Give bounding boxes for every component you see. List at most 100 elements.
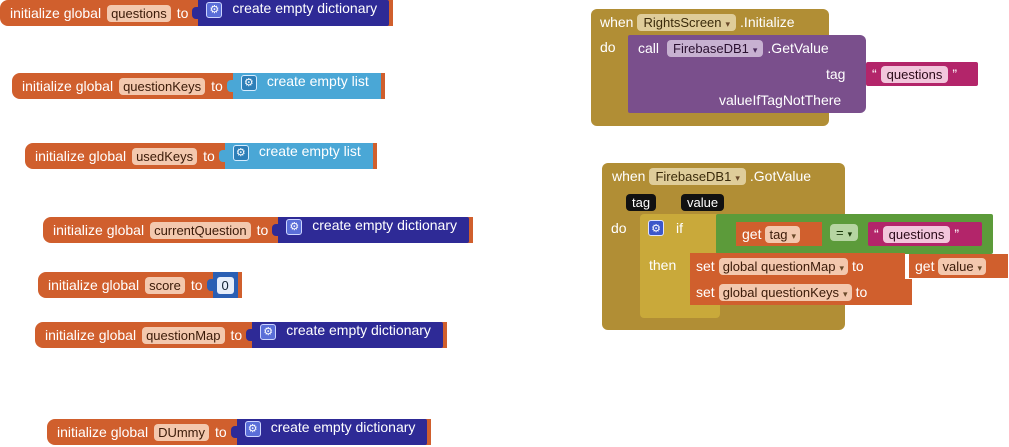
- component-dropdown[interactable]: FirebaseDB1▾: [649, 167, 746, 185]
- close-quote-icon: ”: [952, 66, 957, 82]
- to-label: to: [203, 148, 215, 164]
- value-if-tag-label: valueIfTagNotThere: [719, 92, 842, 108]
- then-label: then: [649, 257, 677, 273]
- method-name: .GetValue: [767, 40, 829, 56]
- if-label: if: [676, 220, 683, 236]
- param-tag[interactable]: tag: [626, 194, 657, 211]
- open-quote-icon: “: [874, 226, 879, 242]
- chevron-down-icon: ▾: [791, 230, 797, 241]
- text-field[interactable]: questions: [882, 225, 951, 243]
- create-empty-dictionary-block[interactable]: ⚙ create empty dictionary: [230, 419, 428, 445]
- event-header: when FirebaseDB1▾ .GotValue: [612, 166, 811, 186]
- chevron-down-icon: ▾: [977, 262, 983, 273]
- event-name: .GotValue: [749, 168, 812, 184]
- if-header: ⚙ if: [648, 220, 683, 236]
- gear-icon[interactable]: ⚙: [232, 144, 249, 161]
- call-label: call: [638, 40, 660, 56]
- number-block[interactable]: 0: [206, 272, 238, 298]
- var-name-field[interactable]: questionMap: [142, 326, 225, 344]
- to-label: to: [211, 78, 223, 94]
- global-questionmap-block[interactable]: initialize global questionMap to ⚙ create…: [35, 322, 447, 348]
- to-label: to: [851, 258, 864, 274]
- var-name-field[interactable]: questionKeys: [119, 77, 206, 95]
- var-name-field[interactable]: score: [145, 276, 185, 294]
- event-header: when RightsScreen▾ .Initialize: [600, 12, 795, 32]
- chevron-down-icon: ▾: [847, 229, 853, 239]
- var-name-field[interactable]: currentQuestion: [150, 221, 251, 239]
- to-label: to: [855, 284, 868, 300]
- global-questions-block[interactable]: initialize global questions to ⚙ create e…: [0, 0, 394, 26]
- set-var-dropdown[interactable]: global questionMap▾: [718, 257, 848, 275]
- create-empty-dictionary-block[interactable]: ⚙ create empty dictionary: [272, 217, 469, 243]
- list-label: create empty list: [266, 73, 369, 89]
- gear-icon[interactable]: ⚙: [244, 420, 261, 437]
- global-score-block[interactable]: initialize global score to 0: [38, 272, 242, 298]
- global-currentquestion-block[interactable]: initialize global currentQuestion to ⚙ cr…: [43, 217, 473, 243]
- init-global-label: initialize global: [22, 78, 114, 94]
- get-tag-block[interactable]: get tag▾: [736, 222, 822, 246]
- open-quote-icon: “: [872, 66, 877, 82]
- chevron-down-icon: ▾: [735, 172, 740, 183]
- when-label: when: [600, 14, 634, 30]
- text-string-block[interactable]: “ questions ”: [868, 222, 982, 246]
- set-label: set: [696, 258, 715, 274]
- chevron-down-icon: ▾: [752, 44, 758, 55]
- call-header: call FirebaseDB1▾ .GetValue: [638, 37, 829, 59]
- get-label: get: [742, 226, 762, 242]
- gear-icon[interactable]: ⚙: [240, 74, 257, 91]
- set-var-dropdown[interactable]: global questionKeys▾: [718, 283, 852, 301]
- gear-icon[interactable]: ⚙: [260, 323, 277, 340]
- number-field[interactable]: 0: [216, 276, 234, 294]
- to-label: to: [256, 222, 269, 238]
- init-global-label: initialize global: [57, 424, 149, 440]
- close-quote-icon: ”: [954, 226, 959, 242]
- do-label: do: [600, 39, 616, 55]
- tag-socket-label: tag: [826, 66, 846, 82]
- gear-icon[interactable]: ⚙: [648, 220, 664, 236]
- dict-label: create empty dictionary: [286, 322, 431, 338]
- text-string-block[interactable]: “ questions ”: [866, 62, 978, 86]
- list-label: create empty list: [258, 143, 361, 159]
- gear-icon[interactable]: ⚙: [206, 1, 223, 18]
- dict-label: create empty dictionary: [232, 0, 378, 16]
- get-var-dropdown[interactable]: tag▾: [765, 225, 801, 243]
- global-dummy-block[interactable]: initialize global DUmmy to ⚙ create empty…: [47, 419, 432, 445]
- global-questionkeys-block[interactable]: initialize global questionKeys to ⚙ creat…: [12, 73, 385, 99]
- get-var-dropdown[interactable]: value▾: [938, 257, 987, 275]
- text-field[interactable]: questions: [880, 65, 949, 83]
- var-name-field[interactable]: DUmmy: [154, 423, 209, 441]
- operator-dropdown[interactable]: =▾: [826, 224, 862, 241]
- to-label: to: [190, 277, 203, 293]
- chevron-down-icon: ▾: [839, 262, 844, 273]
- dict-label: create empty dictionary: [270, 419, 416, 435]
- var-name-field[interactable]: usedKeys: [132, 147, 198, 165]
- init-global-label: initialize global: [45, 327, 137, 343]
- create-empty-list-block[interactable]: ⚙ create empty list: [226, 73, 381, 99]
- create-empty-dictionary-block[interactable]: ⚙ create empty dictionary: [192, 0, 390, 26]
- create-empty-list-block[interactable]: ⚙ create empty list: [218, 143, 373, 169]
- to-label: to: [215, 424, 227, 440]
- gear-icon[interactable]: ⚙: [286, 218, 303, 235]
- init-global-label: initialize global: [35, 148, 127, 164]
- init-global-label: initialize global: [53, 222, 145, 238]
- global-usedkeys-block[interactable]: initialize global usedKeys to ⚙ create em…: [25, 143, 377, 169]
- set-questionkeys-block[interactable]: set global questionKeys▾ to: [690, 279, 912, 305]
- chevron-down-icon: ▾: [725, 18, 731, 29]
- chevron-down-icon: ▾: [843, 288, 848, 299]
- set-questionmap-block[interactable]: set global questionMap▾ to: [690, 253, 905, 279]
- set-label: set: [696, 284, 715, 300]
- create-empty-dictionary-block[interactable]: ⚙ create empty dictionary: [246, 322, 443, 348]
- event-name: .Initialize: [740, 14, 795, 30]
- init-global-label: initialize global: [10, 5, 102, 21]
- component-dropdown[interactable]: RightsScreen▾: [637, 13, 737, 31]
- callee-dropdown[interactable]: FirebaseDB1▾: [667, 39, 764, 57]
- dict-label: create empty dictionary: [312, 217, 457, 233]
- get-value-block[interactable]: get value▾: [909, 254, 1008, 278]
- to-label: to: [230, 327, 243, 343]
- var-name-field[interactable]: questions: [107, 4, 171, 22]
- do-label: do: [611, 220, 627, 236]
- init-global-label: initialize global: [48, 277, 140, 293]
- get-label: get: [915, 258, 935, 274]
- to-label: to: [176, 5, 189, 21]
- param-value[interactable]: value: [681, 194, 725, 211]
